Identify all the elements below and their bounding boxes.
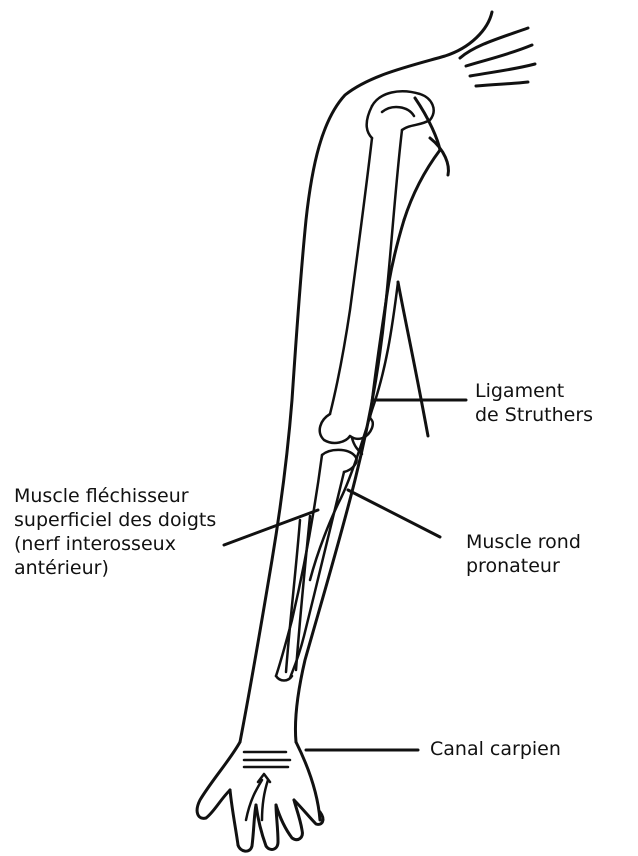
- pronator-leader: [348, 490, 440, 537]
- flexor-label-line4: antérieur): [14, 556, 216, 580]
- ligament-label-line2: de Struthers: [475, 403, 593, 427]
- carpal-label: Canal carpien: [430, 737, 561, 761]
- median-nerve: [310, 282, 398, 580]
- forearm-bones: [276, 450, 357, 681]
- upper-arm-outline: [240, 12, 535, 742]
- flexor-label-line1: Muscle fléchisseur: [14, 484, 216, 508]
- hand-outline: [197, 742, 323, 851]
- ligament-label-line1: Ligament: [475, 379, 593, 403]
- pronator-label: Muscle rond pronateur: [466, 530, 581, 578]
- pronator-label-line2: pronateur: [466, 554, 581, 578]
- carpal-label-line1: Canal carpien: [430, 737, 561, 761]
- pronator-label-line1: Muscle rond: [466, 530, 581, 554]
- flexor-label: Muscle fléchisseur superficiel des doigt…: [14, 484, 216, 580]
- flexor-label-line3: (nerf interosseux: [14, 532, 216, 556]
- carpal-arrow: [244, 752, 290, 820]
- flexor-label-line2: superficiel des doigts: [14, 508, 216, 532]
- flexor-leader: [224, 510, 318, 545]
- ligament-label: Ligament de Struthers: [475, 379, 593, 427]
